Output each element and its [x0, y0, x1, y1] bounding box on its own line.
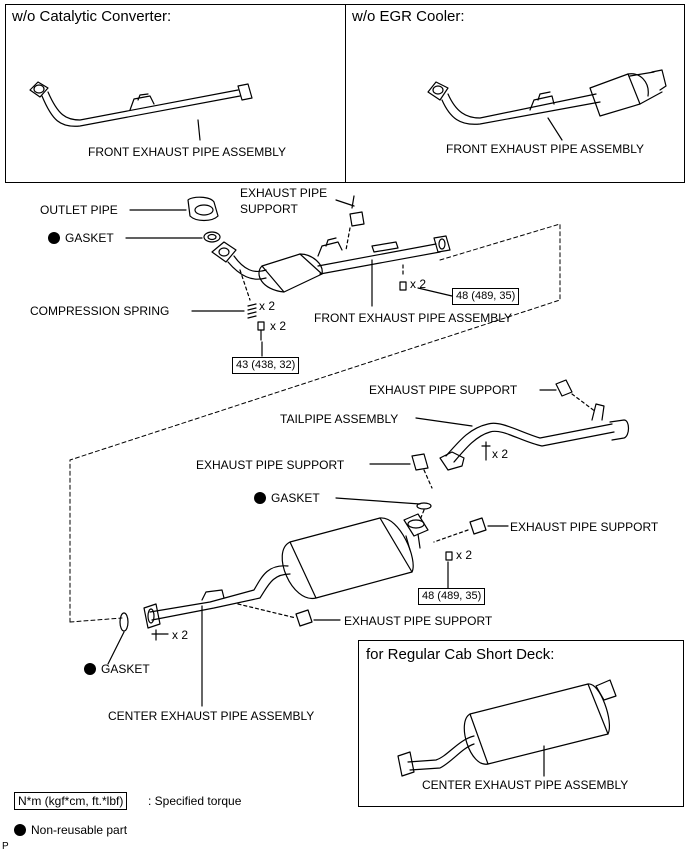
label-tailpipe-assembly: TAILPIPE ASSEMBLY: [280, 412, 399, 426]
label-gasket-mid: GASKET: [254, 491, 320, 505]
panel-regular-cab-short-deck: [358, 640, 684, 807]
multiplier-front-bolt: x 2: [270, 319, 287, 333]
label-compression-spring: COMPRESSION SPRING: [30, 304, 170, 318]
label-front-pipe-no-catalyst: FRONT EXHAUST PIPE ASSEMBLY: [88, 145, 287, 159]
label-exhaust-pipe-support-right: EXHAUST PIPE SUPPORT: [510, 520, 659, 534]
label-exhaust-pipe-support-top-line2: SUPPORT: [240, 202, 298, 216]
front-pipe-no-catalyst-part: [29, 81, 253, 127]
label-exhaust-pipe-support-mid: EXHAUST PIPE SUPPORT: [196, 458, 345, 472]
label-outlet-pipe: OUTLET PIPE: [40, 203, 118, 217]
multiplier-front-nut: x 2: [410, 277, 427, 291]
tailpipe-part: [439, 403, 630, 471]
torque-front-nut: 48 (489, 35): [452, 288, 520, 305]
front-pipe-with-catalyst-part: [427, 69, 667, 125]
multiplier-spring: x 2: [259, 299, 276, 313]
label-center-exhaust-pipe: CENTER EXHAUST PIPE ASSEMBLY: [108, 709, 315, 723]
front-exhaust-pipe-part: [211, 235, 451, 293]
nonreusable-dot-icon: [84, 663, 96, 675]
multiplier-tail-bolt: x 2: [492, 447, 509, 461]
legend-torque-box: N*m (kgf*cm, ft.*lbf): [14, 792, 128, 810]
panel-title-egr: w/o EGR Cooler:: [352, 8, 465, 25]
gasket-mid-part: [416, 502, 432, 510]
nonreusable-dot-icon: [254, 492, 266, 504]
label-inset-center-exhaust-pipe: CENTER EXHAUST PIPE ASSEMBLY: [422, 778, 629, 792]
panel-without-catalytic-converter: [5, 4, 346, 183]
label-exhaust-pipe-support-tail: EXHAUST PIPE SUPPORT: [369, 383, 518, 397]
legend-nonreusable: Non-reusable part: [14, 823, 127, 837]
gasket-top-part: [203, 231, 221, 243]
label-front-exhaust-pipe: FRONT EXHAUST PIPE ASSEMBLY: [314, 311, 513, 325]
label-exhaust-pipe-support-low: EXHAUST PIPE SUPPORT: [344, 614, 493, 628]
multiplier-muffler-nut: x 2: [456, 548, 473, 562]
nonreusable-dot-icon: [48, 232, 60, 244]
label-gasket-low: GASKET: [84, 662, 150, 676]
multiplier-center-bolt: x 2: [172, 628, 189, 642]
inset-center-pipe-part: [397, 679, 617, 777]
center-exhaust-pipe-part: [143, 513, 429, 629]
nonreusable-dot-icon: [14, 824, 26, 836]
corner-mark: P: [2, 841, 9, 852]
label-gasket-top: GASKET: [48, 231, 114, 245]
torque-muffler-nut: 48 (489, 35): [418, 588, 486, 605]
panel-without-egr-cooler: [345, 4, 685, 183]
panel-title-catalytic: w/o Catalytic Converter:: [12, 8, 172, 25]
legend-torque-desc: : Specified torque: [148, 794, 242, 808]
torque-front-bolt: 43 (438, 32): [232, 357, 300, 374]
gasket-low-part: [119, 612, 129, 632]
label-exhaust-pipe-support-top-line1: EXHAUST PIPE: [240, 186, 328, 200]
outlet-pipe-part: [187, 196, 219, 222]
label-front-pipe-no-egr: FRONT EXHAUST PIPE ASSEMBLY: [446, 142, 645, 156]
panel-title-regular-cab: for Regular Cab Short Deck:: [366, 646, 555, 663]
